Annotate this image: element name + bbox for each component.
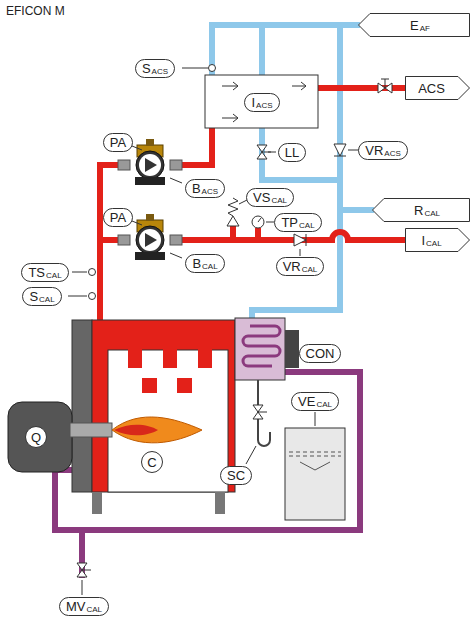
subscript-text: CAL	[316, 401, 332, 409]
label-text: I	[251, 95, 255, 110]
callout-label: CON	[299, 344, 342, 363]
label-text: B	[192, 256, 201, 271]
callout-label: PA	[103, 133, 133, 152]
label-text: TS	[28, 265, 45, 280]
label-text: CON	[306, 346, 335, 361]
callout-label: VECAL	[291, 392, 339, 411]
label-text: VS	[253, 190, 270, 205]
callout-label: MVCAL	[59, 597, 109, 616]
label-text: ACS	[418, 81, 445, 96]
callout-label: SCAL	[22, 287, 61, 306]
label-text: S	[142, 61, 151, 76]
callout-label: SC	[220, 466, 252, 485]
callout-label: BACS	[185, 179, 225, 198]
subscript-text: CAL	[424, 210, 440, 218]
label-text: C	[147, 455, 156, 470]
label-text: E	[410, 18, 419, 33]
label-text: PA	[110, 135, 126, 150]
label-text: R	[414, 203, 423, 218]
subscript-text: CAL	[39, 296, 55, 304]
label-text: PA	[110, 210, 126, 225]
subscript-text: CAL	[302, 266, 318, 274]
callout-label: Q	[25, 426, 47, 448]
diagram-title: EFICON M	[6, 4, 65, 18]
subscript-text: AF	[420, 25, 430, 33]
callout-label: TPCAL	[274, 213, 321, 232]
callout-label: PA	[103, 208, 133, 227]
flow-arrow-label: RCAL	[372, 198, 470, 222]
label-text: TP	[281, 215, 298, 230]
subscript-text: CAL	[86, 606, 102, 614]
subscript-text: ACS	[152, 68, 168, 76]
subscript-text: ACS	[384, 150, 400, 158]
subscript-text: CAL	[299, 222, 315, 230]
subscript-text: CAL	[46, 272, 62, 280]
label-text: VR	[283, 259, 301, 274]
subscript-text: CAL	[271, 197, 287, 205]
callout-label: VSCAL	[246, 188, 294, 207]
callout-label: TSCAL	[21, 263, 68, 282]
label-text: B	[192, 181, 201, 196]
label-text: SC	[227, 468, 245, 483]
callout-label: IACS	[244, 93, 279, 112]
callout-label: SACS	[135, 59, 175, 78]
label-text: LL	[285, 145, 299, 160]
label-text: MV	[66, 599, 86, 614]
subscript-text: CAL	[202, 263, 218, 271]
callout-label: BCAL	[185, 254, 224, 273]
subscript-text: ACS	[256, 102, 272, 110]
flow-arrow-label: EAF	[358, 13, 470, 37]
subscript-text: CAL	[426, 240, 442, 248]
flow-arrow-label: ICAL	[405, 228, 470, 252]
label-text: VR	[365, 143, 383, 158]
label-text: VE	[298, 394, 315, 409]
callout-label: VRCAL	[276, 257, 325, 276]
label-text: S	[29, 289, 38, 304]
label-text: I	[421, 233, 425, 248]
callout-label: LL	[278, 143, 306, 162]
callout-label: C	[141, 451, 163, 473]
flow-arrow-label: ACS	[405, 76, 470, 100]
subscript-text: ACS	[202, 188, 218, 196]
callout-label: VRACS	[358, 141, 408, 160]
label-text: Q	[31, 430, 41, 445]
